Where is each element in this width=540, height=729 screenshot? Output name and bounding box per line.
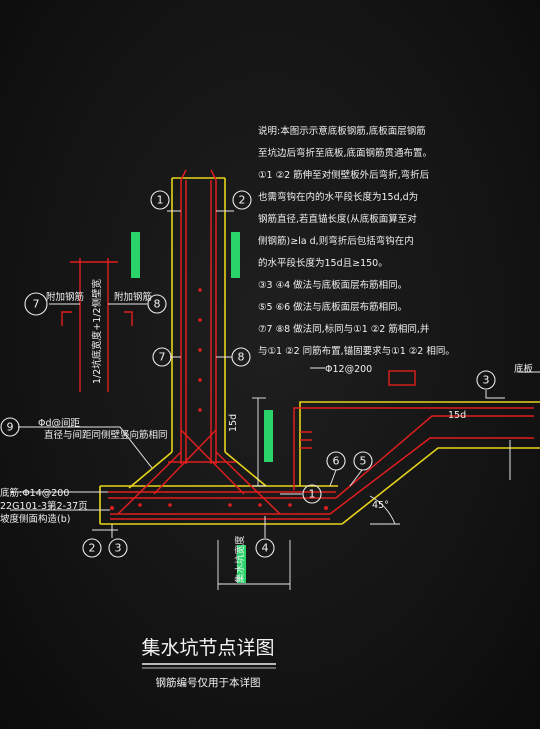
callout-8-left: 8 — [154, 298, 161, 311]
rebar-callouts: 1 2 7 8 7 8 9 1 6 5 3 2 3 4 — [0, 190, 496, 558]
callout-2-top: 2 — [239, 194, 246, 207]
dimension-boxes — [131, 232, 273, 583]
callout-7-left: 7 — [33, 298, 40, 311]
label-sump-width: 集水坑宽度 — [234, 535, 246, 583]
rebar-dots — [110, 288, 328, 510]
sump-opening-mark — [388, 370, 416, 386]
callout-7-wall: 7 — [159, 351, 166, 364]
general-notes: 说明:本图示示意底板钢筋,底板面层钢筋 至坑边后弯折至底板,底面钢筋贯通布置。 … — [258, 125, 455, 357]
note-line: ①1 ②2 筋伸至对侧壁板外后弯折,弯折后 — [258, 169, 430, 181]
label-additional-bar-left: 附加钢筋 — [46, 291, 84, 303]
note-line: ⑦7 ⑧8 做法同,标同与①1 ②2 筋相同,并 — [258, 323, 430, 335]
note-line: 侧钢筋)≥la d,则弯折后包括弯钩在内 — [258, 235, 414, 247]
label-additional-bar-right: 附加钢筋 — [114, 291, 152, 303]
callout-6: 6 — [333, 455, 340, 468]
drawing-title: 集水坑节点详图 — [141, 637, 274, 659]
label-additional-bar-length: 1/2坑底宽度+1/2侧壁宽 — [91, 278, 103, 384]
note-line: 至坑边后弯折至底板,底面钢筋贯通布置。 — [258, 147, 432, 159]
label-anchor-15d-slab: 15d — [448, 410, 466, 421]
additional-rebar-detail — [61, 258, 133, 392]
callout-3-right: 3 — [483, 374, 490, 387]
note-line: 与①1 ②2 同筋布置,锚固要求与①1 ②2 相同。 — [258, 345, 455, 357]
note-line: 说明:本图示示意底板钢筋,底板面层钢筋 — [258, 125, 426, 137]
label-stirrup-spacing: 直径与间距同侧壁竖向筋相同 — [44, 429, 168, 441]
label-stirrup: Φd@间距 — [38, 417, 81, 429]
label-bottom-bars: 底筋:Φ14@200 — [0, 487, 69, 499]
label-atlas-note: 坡度侧面构造(b) — [0, 513, 70, 525]
concrete-outline — [99, 177, 540, 525]
note-line: 钢筋直径,若直锚长度(从底板面算至对 — [258, 213, 417, 225]
callout-4: 4 — [262, 542, 269, 555]
callout-9: 9 — [7, 421, 14, 434]
callout-3-bottom: 3 — [115, 542, 122, 555]
label-slab-note: 底板 — [514, 363, 534, 375]
note-line: 的水平段长度为15d且≥150。 — [258, 257, 388, 269]
label-sump-cover: Φ12@200 — [325, 364, 372, 375]
label-atlas-reference: 22G101-3第2-37页 — [0, 500, 88, 512]
callout-2-bottom: 2 — [89, 542, 96, 555]
leader-lines — [10, 210, 540, 538]
note-line: 也需弯钩在内的水平段长度为15d,d为 — [258, 191, 418, 203]
callout-1-bottom: 1 — [309, 488, 316, 501]
callout-5: 5 — [360, 455, 367, 468]
rebar-lines — [108, 169, 534, 520]
callout-1-top: 1 — [157, 194, 164, 207]
note-line: ③3 ④4 做法与底板面层布筋相同。 — [258, 279, 407, 291]
callout-8-wall: 8 — [238, 351, 245, 364]
label-anchor-15d-wall: 15d — [228, 414, 239, 432]
label-angle: 45° — [372, 500, 389, 511]
drawing-subtitle: 钢筋编号仅用于本详图 — [156, 676, 261, 689]
note-line: ⑤5 ⑥6 做法与底板面层布筋相同。 — [258, 301, 407, 313]
dimension-lines — [217, 397, 400, 590]
